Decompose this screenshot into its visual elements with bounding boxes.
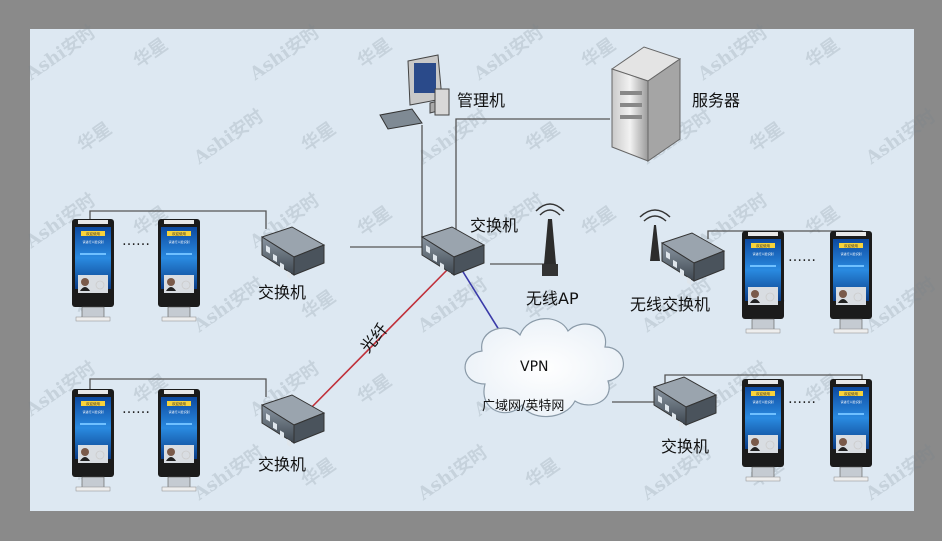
label-wireless-ap: 无线AP [526, 289, 579, 308]
terminal-screen-title: 欢迎使用 [844, 243, 858, 248]
terminal-screen-prompt: 请进行人脸识别 [168, 409, 189, 414]
switch-right-bottom-icon [652, 376, 718, 430]
ellipsis-rt: …… [788, 249, 816, 265]
terminal-layer: 欢迎使用请进行人脸识别欢迎使用请进行人脸识别欢迎使用请进行人脸识别欢迎使用请进行… [72, 219, 872, 492]
label-switch-right-bottom: 交换机 [661, 437, 710, 456]
terminal-screen-title: 欢迎使用 [172, 401, 186, 406]
terminal-screen-prompt: 请进行人脸识别 [82, 239, 103, 244]
terminal-screen-title: 欢迎使用 [844, 391, 858, 396]
line-core-ap [490, 257, 551, 265]
label-switch-left-bottom: 交换机 [258, 455, 307, 474]
terminal-screen-title: 欢迎使用 [756, 243, 770, 248]
label-vpn: VPN [520, 359, 549, 375]
terminal-screen-prompt: 请进行人脸识别 [840, 251, 861, 256]
ellipsis-lt: …… [122, 233, 150, 249]
label-admin-pc: 管理机 [457, 91, 506, 110]
wan-cloud [464, 318, 624, 418]
terminal-screen-prompt: 请进行人脸识别 [82, 409, 103, 414]
label-switch-left-top: 交换机 [258, 283, 307, 302]
admin-pc-icon [379, 54, 450, 130]
line-switch-lt-terminals [89, 210, 267, 229]
label-core-switch: 交换机 [470, 216, 519, 235]
line-server-core [455, 118, 610, 229]
terminal-screen-prompt: 请进行人脸识别 [168, 239, 189, 244]
switch-left-top-icon [260, 226, 326, 280]
line-admin-core [421, 125, 438, 248]
wireless-switch-antenna-icon [639, 209, 671, 261]
connection-lines [89, 118, 863, 403]
label-server: 服务器 [692, 91, 741, 110]
terminal-screen-prompt: 请进行人脸识别 [752, 399, 773, 404]
diagram-svg: 欢迎使用请进行人脸识别欢迎使用请进行人脸识别欢迎使用请进行人脸识别欢迎使用请进行… [72, 46, 872, 492]
switch-wireless-icon [660, 232, 726, 286]
ellipsis-rb: …… [788, 391, 816, 407]
switch-core-icon [420, 226, 486, 280]
label-wireless-switch: 无线交换机 [630, 295, 711, 314]
server-icon [610, 46, 682, 162]
terminal-screen-title: 欢迎使用 [86, 401, 100, 406]
switch-left-bottom-icon [260, 394, 326, 448]
ellipsis-lb: …… [122, 401, 150, 417]
switch-layer [260, 226, 726, 448]
wireless-ap-icon [535, 203, 565, 276]
terminal-screen-prompt: 请进行人脸识别 [752, 251, 773, 256]
terminal-screen-prompt: 请进行人脸识别 [840, 399, 861, 404]
terminal-screen-title: 欢迎使用 [86, 231, 100, 236]
terminal-screen-title: 欢迎使用 [756, 391, 770, 396]
line-switch-lb-terminals [89, 378, 267, 397]
terminal-screen-title: 欢迎使用 [172, 231, 186, 236]
fiber-line [303, 266, 451, 416]
label-wan: 广域网/英特网 [482, 399, 565, 414]
